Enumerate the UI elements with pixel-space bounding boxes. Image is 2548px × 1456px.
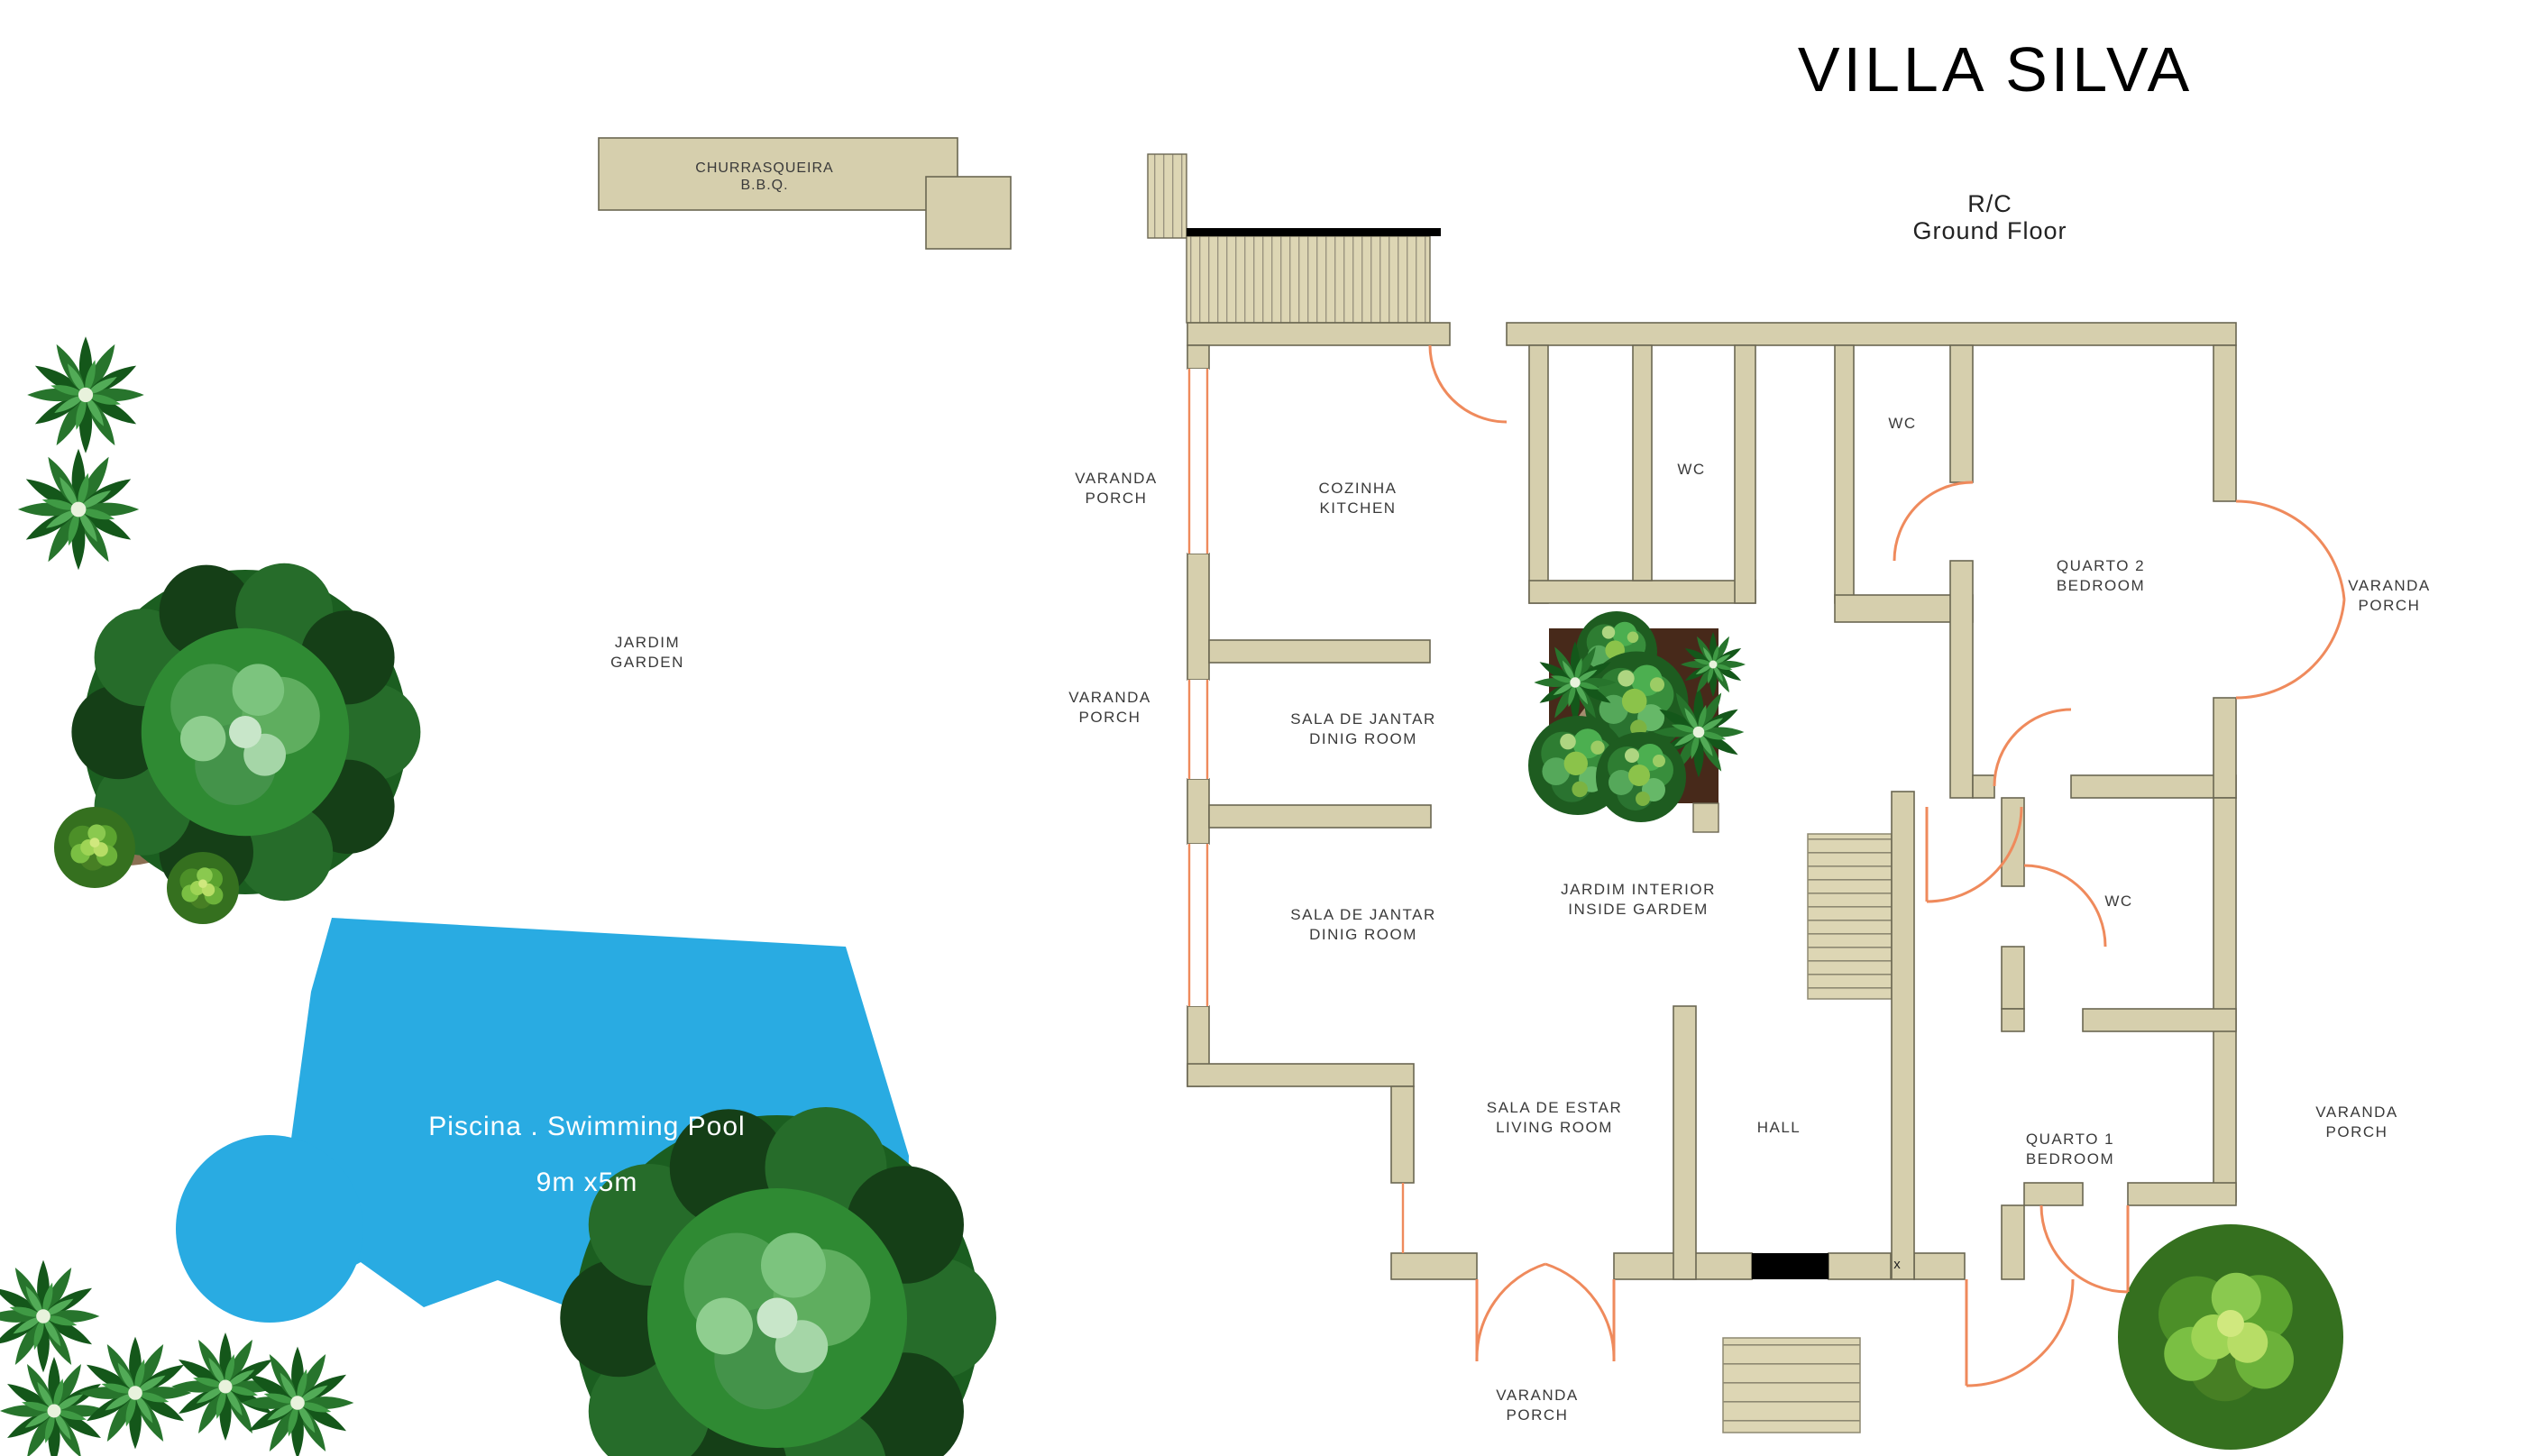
page-title: VILLA SILVA	[1797, 34, 2194, 105]
door-arcs	[1428, 344, 2346, 1387]
interior-stairs	[1807, 833, 1893, 1000]
wood-deck	[1147, 153, 1441, 324]
bottom-right-bush-icon	[2118, 1224, 2343, 1450]
interior-garden	[1528, 611, 1746, 833]
room-label-wc3: WC	[2104, 893, 2133, 910]
bbq-structure	[598, 137, 1012, 250]
x-marker: x	[1893, 1257, 1901, 1272]
room-label-wc1: WC	[1677, 461, 1706, 478]
plant-icon	[27, 336, 144, 453]
walls-layer	[1187, 322, 2237, 1280]
window-lines	[1187, 369, 1405, 1253]
plant-icon	[17, 448, 140, 571]
room-label-hall: HALL	[1756, 1119, 1801, 1136]
garden-tree-icon	[54, 563, 421, 924]
entry-steps	[1722, 1337, 1861, 1433]
room-label-wc2: WC	[1888, 415, 1917, 432]
entrance-mat	[1752, 1253, 1829, 1279]
